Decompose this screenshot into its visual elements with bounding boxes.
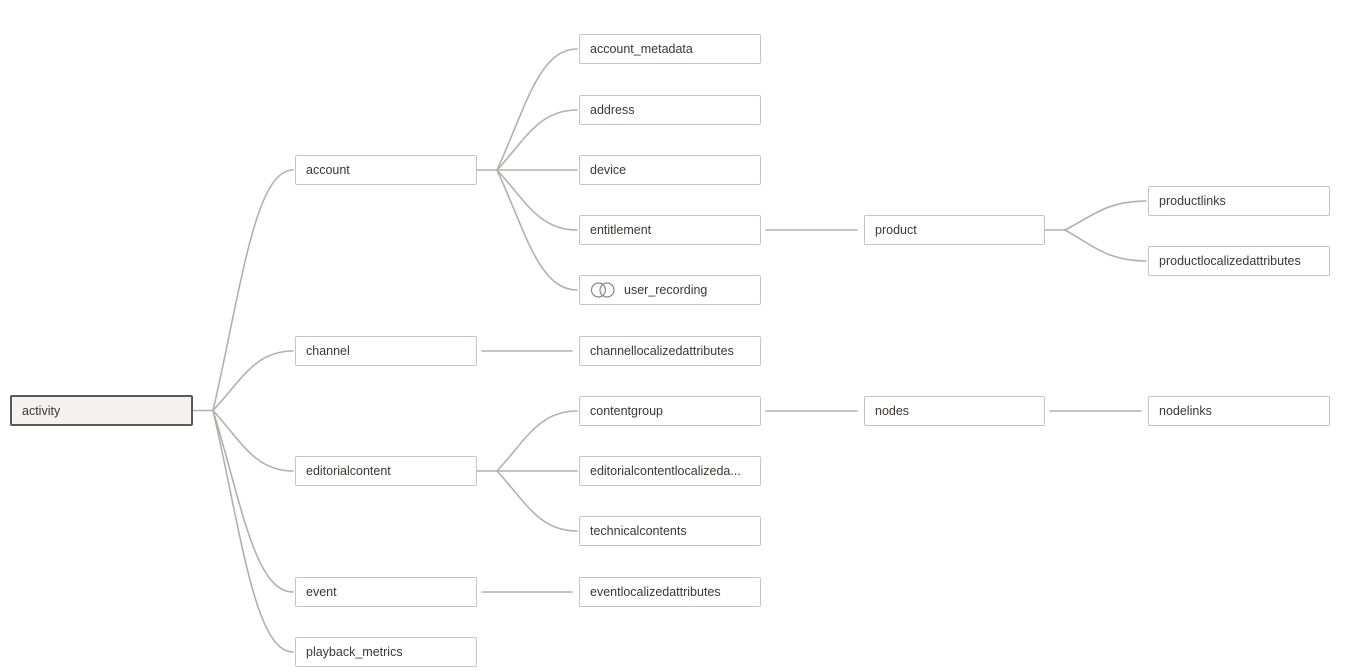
tree-node-account_metadata[interactable]: account_metadata bbox=[579, 34, 761, 64]
node-label: user_recording bbox=[624, 283, 708, 297]
node-label: channel bbox=[306, 344, 350, 358]
tree-node-channellocalizedattributes[interactable]: channellocalizedattributes bbox=[579, 336, 761, 366]
tree-node-event[interactable]: event bbox=[295, 577, 477, 607]
node-label: contentgroup bbox=[590, 404, 663, 418]
connector-activity-event bbox=[212, 409, 294, 593]
node-label: playback_metrics bbox=[306, 645, 403, 659]
tree-node-entitlement[interactable]: entitlement bbox=[579, 215, 761, 245]
tree-node-nodes[interactable]: nodes bbox=[864, 396, 1045, 426]
connector-account-address bbox=[496, 109, 578, 171]
connector-activity-playback_metrics bbox=[212, 409, 294, 653]
tree-node-channel[interactable]: channel bbox=[295, 336, 477, 366]
connector-account-entitlement bbox=[496, 169, 578, 231]
connector-activity-channel bbox=[212, 350, 294, 412]
tree-node-editorialcontentlocalizedattributes[interactable]: editorialcontentlocalizeda... bbox=[579, 456, 761, 486]
node-label: productlocalizedattributes bbox=[1159, 254, 1301, 268]
connector-account-account_metadata bbox=[496, 48, 578, 171]
tree-node-product[interactable]: product bbox=[864, 215, 1045, 245]
connector-product-productlinks bbox=[1064, 200, 1147, 231]
tree-node-editorialcontent[interactable]: editorialcontent bbox=[295, 456, 477, 486]
node-label: editorialcontentlocalizeda... bbox=[590, 464, 741, 478]
union-icon bbox=[590, 281, 616, 299]
node-label: productlinks bbox=[1159, 194, 1226, 208]
tree-node-productlinks[interactable]: productlinks bbox=[1148, 186, 1330, 216]
connector-editorialcontent-contentgroup bbox=[496, 410, 578, 472]
node-label: account_metadata bbox=[590, 42, 693, 56]
node-label: channellocalizedattributes bbox=[590, 344, 734, 358]
tree-node-nodelinks[interactable]: nodelinks bbox=[1148, 396, 1330, 426]
tree-node-account[interactable]: account bbox=[295, 155, 477, 185]
tree-node-eventlocalizedattributes[interactable]: eventlocalizedattributes bbox=[579, 577, 761, 607]
connector-product-productlocalizedattributes bbox=[1064, 229, 1147, 262]
node-label: technicalcontents bbox=[590, 524, 687, 538]
node-label: editorialcontent bbox=[306, 464, 391, 478]
node-label: device bbox=[590, 163, 627, 177]
tree-node-technicalcontents[interactable]: technicalcontents bbox=[579, 516, 761, 546]
tree-node-address[interactable]: address bbox=[579, 95, 761, 125]
node-label: event bbox=[306, 585, 337, 599]
tree-node-device[interactable]: device bbox=[579, 155, 761, 185]
tree-node-contentgroup[interactable]: contentgroup bbox=[579, 396, 761, 426]
node-label: nodes bbox=[875, 404, 910, 418]
node-label: activity bbox=[22, 403, 61, 418]
connector-account-user_recording bbox=[496, 169, 578, 291]
node-label: product bbox=[875, 223, 917, 237]
node-label: nodelinks bbox=[1159, 404, 1212, 418]
connector-activity-editorialcontent bbox=[212, 409, 294, 472]
connector-activity-account bbox=[212, 169, 294, 412]
tree-node-productlocalizedattributes[interactable]: productlocalizedattributes bbox=[1148, 246, 1330, 276]
node-label: account bbox=[306, 163, 350, 177]
node-label: eventlocalizedattributes bbox=[590, 585, 721, 599]
tree-node-playback_metrics[interactable]: playback_metrics bbox=[295, 637, 477, 667]
connector-editorialcontent-technicalcontents bbox=[496, 470, 578, 532]
tree-node-activity[interactable]: activity bbox=[10, 395, 193, 426]
tree-node-user_recording[interactable]: user_recording bbox=[579, 275, 761, 305]
node-label: address bbox=[590, 103, 635, 117]
node-label: entitlement bbox=[590, 223, 652, 237]
